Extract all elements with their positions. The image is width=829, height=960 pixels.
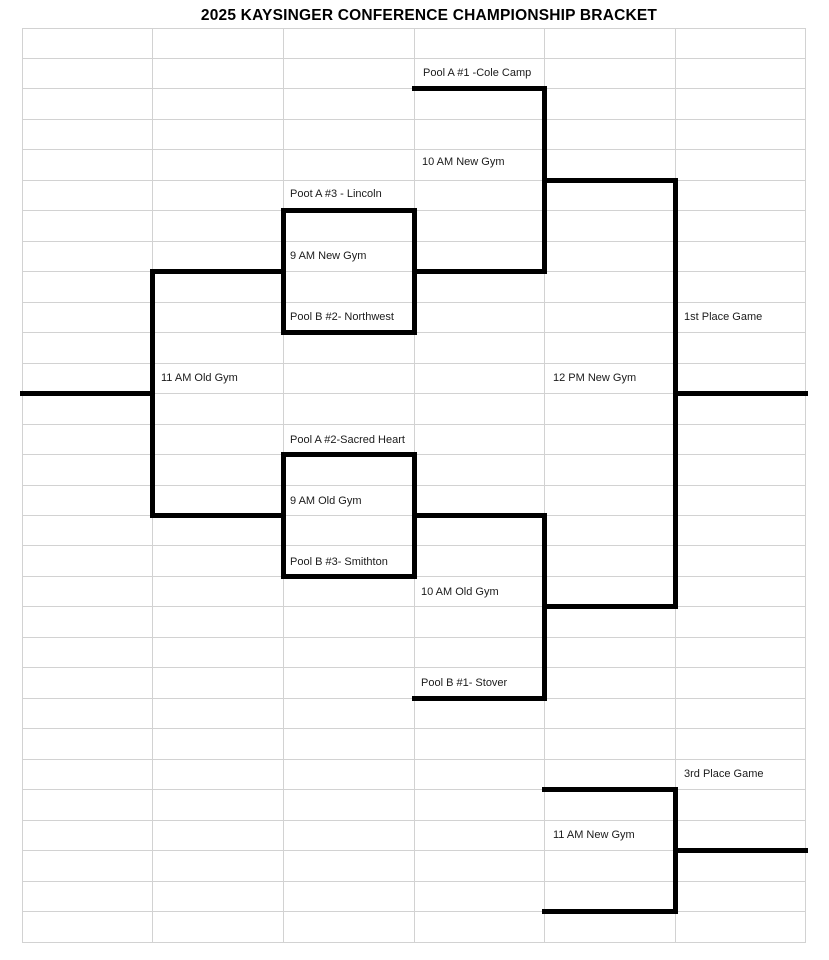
grid-line-v [805,28,806,942]
grid-line-h [22,728,806,730]
grid-line-h [22,27,806,29]
label-team-pool-b3-smithton: Pool B #3- Smithton [290,556,388,568]
label-game-9am-new-gym: 9 AM New Gym [290,250,367,262]
label-game-10am-old-gym: 10 AM Old Gym [421,586,499,598]
label-game-11am-new-gym: 11 AM New Gym [553,829,635,841]
bracket-line-h [411,269,548,275]
grid-line-h [22,819,806,821]
bracket-line-h [411,86,548,92]
grid-line-h [22,911,806,913]
grid-line-h [22,758,806,760]
bracket-line-h [672,848,808,854]
bracket-line-h [19,391,156,397]
grid-line-h [22,362,806,364]
label-game-10am-new-gym: 10 AM New Gym [422,156,505,168]
bracket-line-v [672,177,678,610]
bracket-line-h [280,452,417,458]
grid-line-h [22,118,806,120]
page-title: 2025 KAYSINGER CONFERENCE CHAMPIONSHIP B… [200,7,658,24]
bracket-line-h [411,512,548,518]
bracket-line-h [150,269,286,275]
bracket-line-h [280,573,417,579]
bracket-line-v [672,787,678,915]
label-team-pool-a3-lincoln: Poot A #3 - Lincoln [290,188,382,200]
grid-line-h [22,149,806,151]
bracket-line-h [542,909,678,915]
bracket-line-v [411,452,417,579]
bracket-line-h [542,177,678,183]
label-team-pool-a2-sacred-heart: Pool A #2-Sacred Heart [290,434,405,446]
bracket-line-h [542,604,678,610]
grid-line-h [22,850,806,852]
grid-line-h [22,667,806,669]
label-first-place-game: 1st Place Game [684,311,763,323]
label-game-9am-old-gym: 9 AM Old Gym [290,495,362,507]
grid-line-h [22,789,806,791]
label-team-pool-b2-northwest: Pool B #2- Northwest [290,311,394,323]
bracket-line-h [280,330,417,336]
bracket-line-v [542,512,548,701]
label-game-12pm-new-gym: 12 PM New Gym [553,372,637,384]
grid-line-h [22,57,806,59]
label-team-pool-b1-stover: Pool B #1- Stover [421,677,508,689]
bracket-line-v [542,86,548,275]
bracket-line-h [672,391,808,397]
label-team-pool-a1-cole-camp: Pool A #1 -Cole Camp [423,67,532,79]
bracket-line-h [280,208,417,214]
grid-line-h [22,941,806,943]
grid-line-h [22,606,806,608]
grid-line-h [22,636,806,638]
bracket-line-v [411,208,417,336]
label-third-place-game: 3rd Place Game [684,768,764,780]
bracket-line-h [411,695,548,701]
bracket-line-v [280,208,286,336]
bracket-line-h [542,787,678,793]
grid-line-h [22,423,806,425]
grid-line-h [22,393,806,395]
bracket-line-v [150,269,156,518]
grid-line-h [22,880,806,882]
bracket-line-v [280,452,286,579]
bracket-line-h [150,512,286,518]
label-game-11am-old-gym: 11 AM Old Gym [161,372,238,384]
grid-line-h [22,179,806,181]
